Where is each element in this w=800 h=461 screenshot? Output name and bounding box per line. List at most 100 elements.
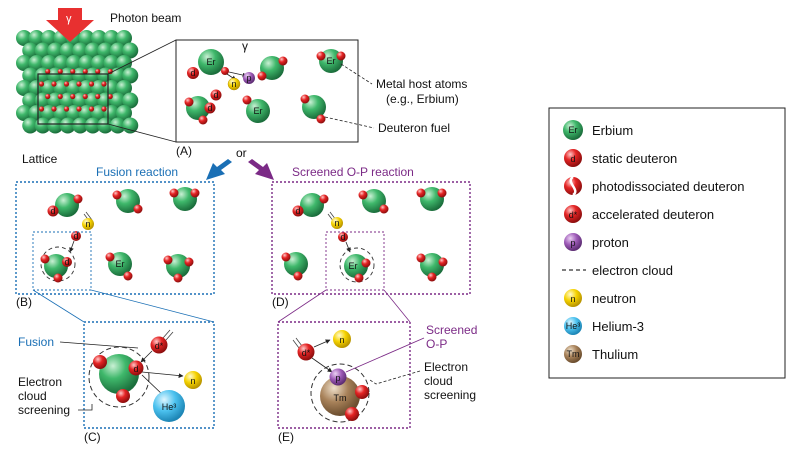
static-deuteron: d: [338, 232, 348, 242]
svg-text:p: p: [570, 238, 575, 248]
callout-line: [345, 337, 425, 373]
panel-b-label: (B): [16, 295, 32, 309]
static-deuteron: d: [128, 360, 144, 376]
deuteron: [184, 97, 194, 107]
svg-text:p: p: [246, 73, 251, 83]
lattice-deuteron: [101, 81, 107, 87]
static-deuteron: d: [47, 205, 59, 217]
fusion-reaction-title: Fusion reaction: [96, 165, 178, 179]
panel-a-gamma: γ: [242, 39, 248, 53]
lattice-deuteron: [101, 106, 107, 112]
lattice-atom: [59, 117, 76, 134]
svg-text:electron cloud: electron cloud: [592, 263, 673, 278]
lattice-deuteron: [45, 68, 51, 75]
lattice-atom: [22, 92, 39, 109]
panel-b-frame: [15, 181, 215, 295]
deuteron: [184, 257, 194, 267]
svg-text:n: n: [190, 376, 195, 386]
lattice-atom: [47, 42, 64, 59]
er-atom-plain: [300, 193, 324, 217]
svg-text:Helium-3: Helium-3: [592, 319, 644, 334]
svg-text:Erbium: Erbium: [592, 123, 633, 138]
electron-label: Electron: [18, 375, 62, 389]
electron-label-e: Electron: [424, 360, 468, 374]
svg-text:Tm: Tm: [567, 349, 580, 359]
lattice-deuteron: [70, 93, 76, 100]
svg-text:d: d: [64, 257, 69, 267]
fusion-pathway-arrow: [206, 159, 232, 180]
panel-e-frame: [277, 321, 411, 429]
lattice-deuteron: [76, 106, 82, 112]
reaction-arrow: [141, 371, 184, 378]
legend-box: [548, 107, 786, 379]
reaction-arrow: [69, 240, 75, 253]
neutron: n: [184, 371, 202, 389]
or-label: or: [236, 146, 247, 160]
proton: p: [329, 368, 347, 386]
lattice-atom: [34, 117, 51, 134]
deuteron: [198, 115, 208, 125]
zoom-line: [383, 289, 411, 323]
helium-3: He³: [153, 390, 185, 422]
svg-text:n: n: [339, 335, 344, 345]
screened-pathway-arrow: [248, 159, 274, 180]
static-deuteron: d: [210, 89, 222, 101]
deuteron: [416, 253, 426, 263]
panel-a-frame: [175, 39, 359, 143]
lattice-atom: [97, 42, 114, 59]
lattice-label: Lattice: [22, 152, 58, 166]
lattice-deuteron: [95, 68, 101, 75]
lattice-atom: [72, 42, 89, 59]
panel-d-zoom-box: [325, 231, 385, 291]
svg-text:d: d: [50, 206, 55, 216]
svg-text:d: d: [73, 231, 78, 241]
static-deuteron: d: [71, 231, 81, 241]
svg-text:d: d: [190, 68, 195, 78]
lattice-atom: [109, 42, 126, 59]
deuteron: [116, 389, 130, 403]
svg-text:n: n: [85, 219, 90, 229]
deuteron: [73, 194, 83, 204]
lattice-atom: [16, 55, 32, 71]
reaction-arrow: [313, 339, 331, 348]
lattice-atom: [122, 92, 139, 109]
gamma-stub: [162, 329, 171, 339]
svg-text:n: n: [231, 79, 236, 89]
panel-c-label: (C): [84, 430, 101, 444]
deuteron: [53, 273, 63, 283]
lattice-atom: [28, 30, 45, 46]
svg-text:neutron: neutron: [592, 291, 636, 306]
svg-text:d: d: [133, 364, 138, 374]
svg-text:photodissociated deuteron: photodissociated deuteron: [592, 179, 745, 194]
lattice-deuteron: [70, 68, 76, 75]
svg-text:Er: Er: [207, 57, 216, 67]
svg-text:Er: Er: [254, 106, 263, 116]
panel-a-label: (A): [176, 144, 192, 158]
lattice-deuteron: [88, 106, 95, 112]
svg-text:Tm: Tm: [334, 393, 347, 403]
fusion-label: Fusion: [18, 335, 54, 349]
lattice-atom: [122, 67, 139, 84]
metal-host-label: Metal host atoms: [376, 77, 467, 91]
deuteron: [93, 355, 107, 369]
legend-item-accelerated-deuteron: d* accelerated deuteron: [564, 205, 714, 223]
lattice-atom: [91, 55, 107, 71]
deuteron: [361, 258, 371, 268]
lattice-deuteron: [57, 68, 63, 75]
electron-cloud: [40, 246, 76, 282]
electron-cloud: [310, 363, 370, 423]
zoom-line: [277, 289, 327, 323]
lattice-deuteron: [63, 106, 70, 112]
lattice-atom: [103, 30, 120, 46]
deuteron: [379, 204, 389, 214]
metal-host-example: (e.g., Erbium): [386, 92, 459, 106]
deuteron: [257, 71, 267, 81]
neutron: n: [227, 77, 241, 91]
lattice-atom: [28, 55, 45, 71]
zoom-line-top: [107, 39, 177, 75]
proton: p: [243, 72, 255, 84]
photon-beam-gamma: γ: [66, 13, 72, 25]
lattice-atom: [16, 30, 32, 46]
deuteron: [355, 385, 369, 399]
panel-c-frame: [83, 321, 215, 429]
